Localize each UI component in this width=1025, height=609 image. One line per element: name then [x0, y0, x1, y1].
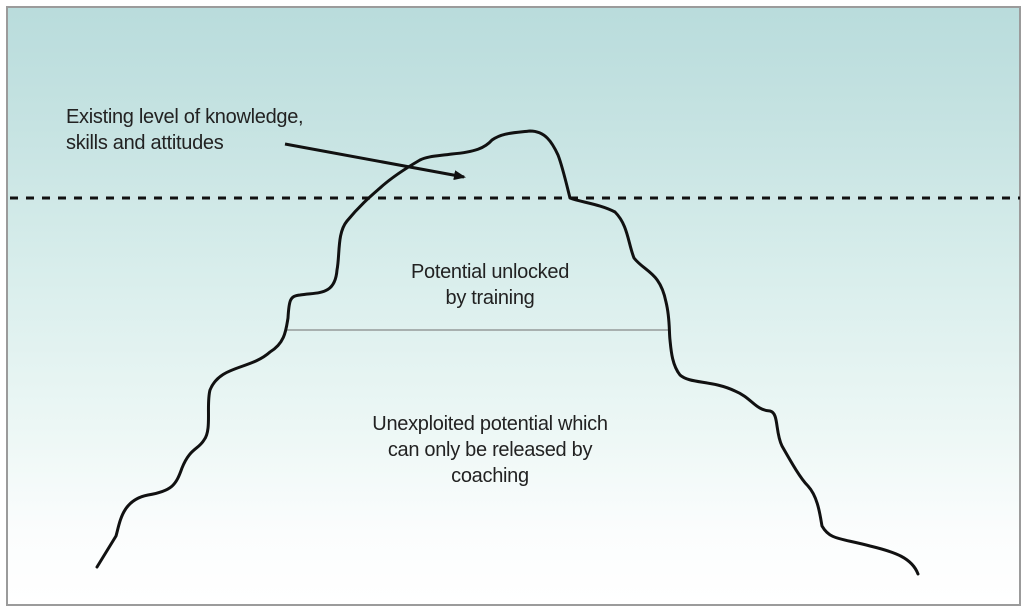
existing-level-line-1: Existing level of knowledge, — [66, 106, 304, 128]
training-potential-label: Potential unlocked by training — [370, 259, 610, 311]
pointer-arrow — [284, 142, 466, 181]
existing-level-label: Existing level of knowledge, skills and … — [66, 104, 304, 156]
training-potential-line-2: by training — [445, 287, 535, 309]
coaching-potential-line-3: coaching — [451, 465, 529, 487]
coaching-potential-line-1: Unexploited potential which — [372, 413, 608, 435]
existing-level-line-2: skills and attitudes — [66, 132, 224, 154]
coaching-potential-label: Unexploited potential which can only be … — [310, 411, 670, 489]
iceberg-outline — [95, 129, 920, 576]
training-potential-line-1: Potential unlocked — [410, 261, 570, 283]
diagram-frame — [6, 6, 1021, 606]
coaching-potential-line-2: can only be released by — [387, 439, 593, 461]
